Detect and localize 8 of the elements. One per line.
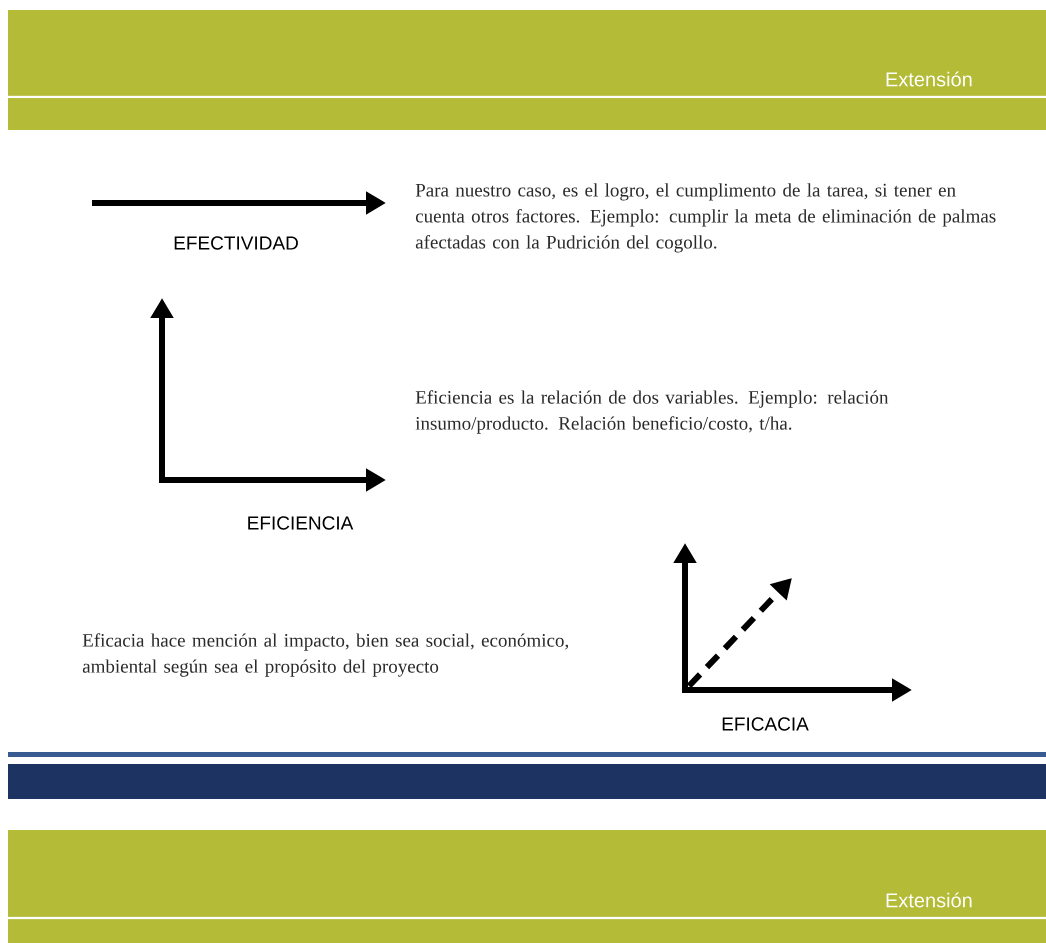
description-text: Eficacia hace mención al impacto, bien sea social, económico, ambiental según sea el propósito del proyecto — [82, 633, 568, 677]
axis-caption: EFECTIVIDAD — [174, 236, 298, 250]
description-text: Eficiencia es la relación de dos variables. Ejemplo: relación insumo/producto. Relación beneficio/costo, t/ha. — [415, 390, 889, 434]
axis-caption: EFICACIA — [722, 717, 809, 731]
description-text: Para nuestro caso, es el logro, el cumplimento de la tarea, si tener en cuenta otros factores. Ejemplo: cumplir la meta de eliminación de palmas afectadas con la Pudrición del cogollo. — [415, 183, 996, 253]
header-text: Extensión — [886, 892, 972, 908]
header-text: Extensión — [886, 71, 972, 87]
axis-caption: EFICIENCIA — [248, 516, 354, 530]
